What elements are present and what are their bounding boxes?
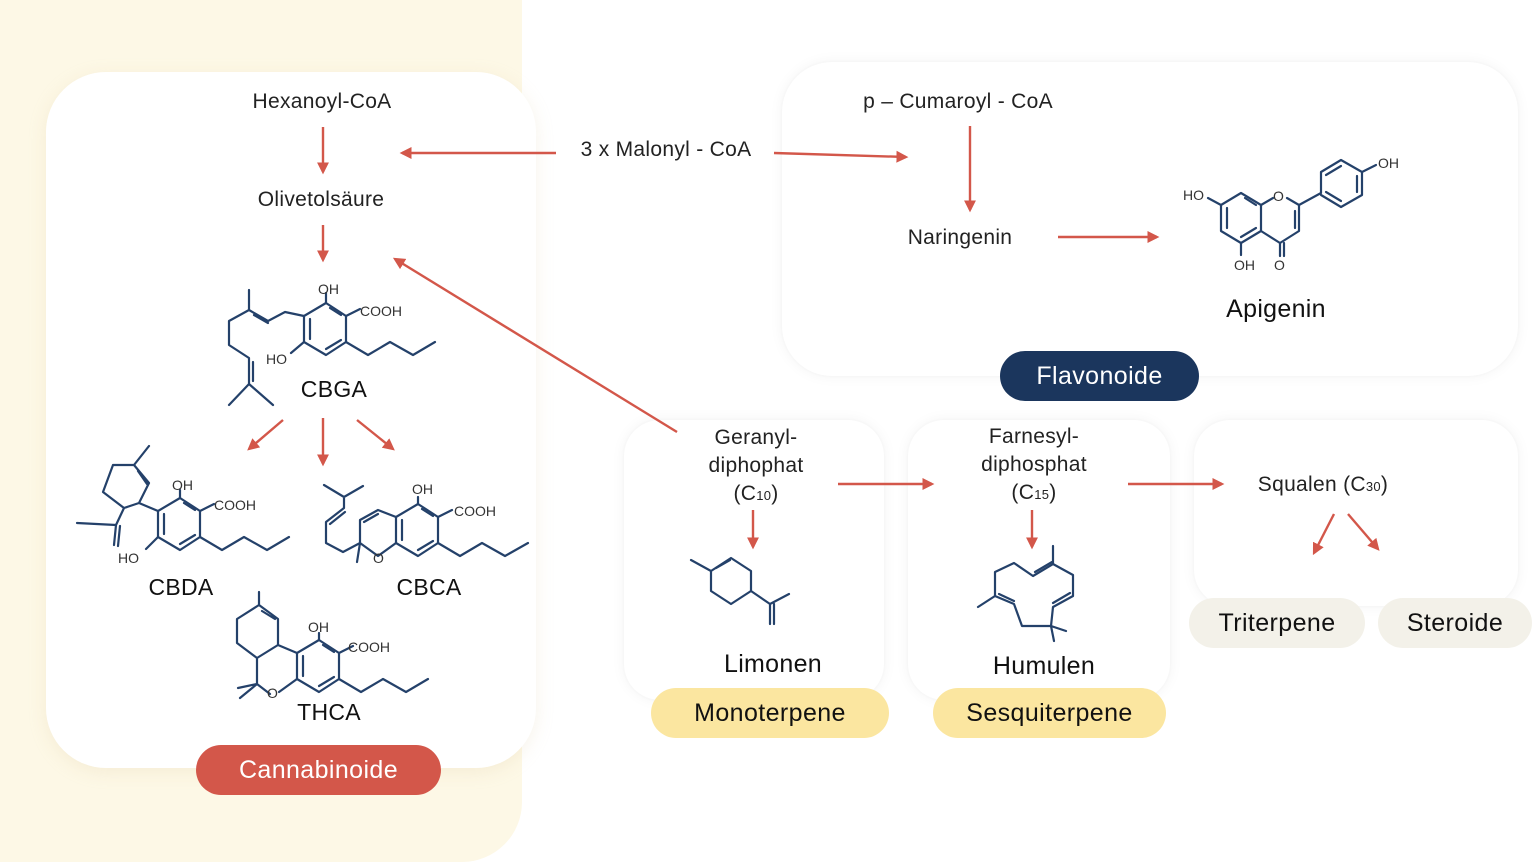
squalen-label: Squalen (C30) bbox=[1258, 473, 1388, 497]
triterpene-card bbox=[1194, 420, 1518, 606]
cbda-label: CBDA bbox=[148, 574, 214, 600]
steroide-badge: Steroide bbox=[1378, 598, 1532, 648]
geranyl-line1: Geranyl- bbox=[714, 426, 798, 449]
squalen-close: ) bbox=[1380, 473, 1389, 496]
apigenin-label: Apigenin bbox=[1226, 295, 1326, 323]
farnesyl-carbon-count: 15 bbox=[1034, 487, 1050, 502]
sesquiterpene-badge: Sesquiterpene bbox=[933, 688, 1166, 738]
geranyl-carbon-close: ) bbox=[771, 482, 779, 505]
geranyl-carbon-open: (C bbox=[733, 482, 757, 505]
naringenin-label: Naringenin bbox=[907, 226, 1013, 249]
malonyl-coa-label: 3 x Malonyl - CoA bbox=[580, 138, 752, 161]
geranyl-carbon-count: 10 bbox=[756, 488, 772, 503]
cannabinoid-card bbox=[46, 72, 536, 768]
monoterpene-badge: Monoterpene bbox=[651, 688, 889, 738]
geranyl-diphosphat-label: Geranyl- diphophat (C10) bbox=[709, 424, 804, 510]
flavonoid-card bbox=[782, 62, 1518, 376]
hexanoyl-coa-label: Hexanoyl-CoA bbox=[252, 90, 392, 113]
farnesyl-line2: diphosphat bbox=[981, 453, 1087, 476]
geranyl-line3: (C10) bbox=[709, 480, 804, 510]
squalen-text: Squalen (C bbox=[1257, 473, 1366, 496]
triterpene-badge: Triterpene bbox=[1189, 598, 1365, 648]
squalen-carbon-count: 30 bbox=[1365, 479, 1381, 494]
farnesyl-diphosphat-label: Farnesyl- diphosphat (C15) bbox=[981, 423, 1087, 509]
cbca-label: CBCA bbox=[396, 574, 462, 600]
farnesyl-carbon-close: ) bbox=[1049, 481, 1057, 504]
olivetolsaeure-label: Olivetolsäure bbox=[257, 188, 385, 211]
farnesyl-line3: (C15) bbox=[981, 479, 1087, 509]
farnesyl-line1: Farnesyl- bbox=[988, 425, 1080, 448]
cbga-label: CBGA bbox=[300, 376, 368, 402]
cumaroyl-coa-label: p – Cumaroyl - CoA bbox=[863, 90, 1053, 113]
limonen-label: Limonen bbox=[724, 650, 822, 678]
humulen-label: Humulen bbox=[992, 652, 1096, 680]
farnesyl-carbon-open: (C bbox=[1011, 481, 1035, 504]
cannabinoide-badge: Cannabinoide bbox=[196, 745, 441, 795]
geranyl-line2: diphophat bbox=[708, 454, 804, 477]
thca-label: THCA bbox=[297, 699, 361, 725]
flavonoide-badge: Flavonoide bbox=[1000, 351, 1199, 401]
